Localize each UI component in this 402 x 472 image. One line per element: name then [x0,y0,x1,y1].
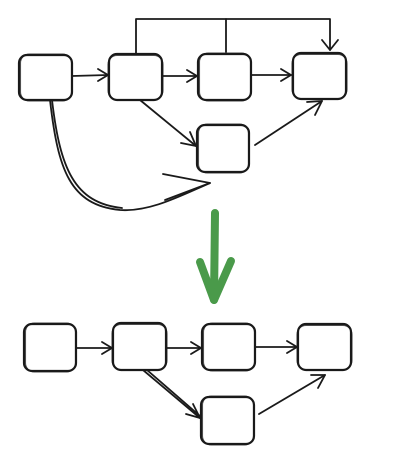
node-A-top [17,53,74,102]
node-A-bottom [22,322,78,373]
edge-B-C-top [161,69,198,83]
edge-A-B-top [71,68,109,82]
edge-C-D-bottom [254,340,298,354]
node-B-top [107,52,164,102]
edge-E-D-top [254,100,323,146]
node-E-top [195,123,251,174]
edge-B-E-bottom [142,369,201,419]
edge-A-E-top [49,99,211,211]
node-E-bottom [199,395,256,446]
before-diagram [17,18,348,211]
edge-B-C-bottom [165,341,202,355]
node-B-bottom [111,321,168,372]
down-arrow-icon [196,209,235,304]
node-D-bottom [296,322,353,372]
node-C-bottom [200,322,257,372]
edge-C-D-top [250,68,292,82]
edge-bracket-top [135,18,339,54]
edge-E-D-bottom [258,374,326,415]
edge-B-E-top [139,99,197,147]
node-C-top [196,52,253,102]
node-D-top [291,51,348,101]
edge-A-B-bottom [75,341,113,355]
after-diagram [22,321,353,446]
